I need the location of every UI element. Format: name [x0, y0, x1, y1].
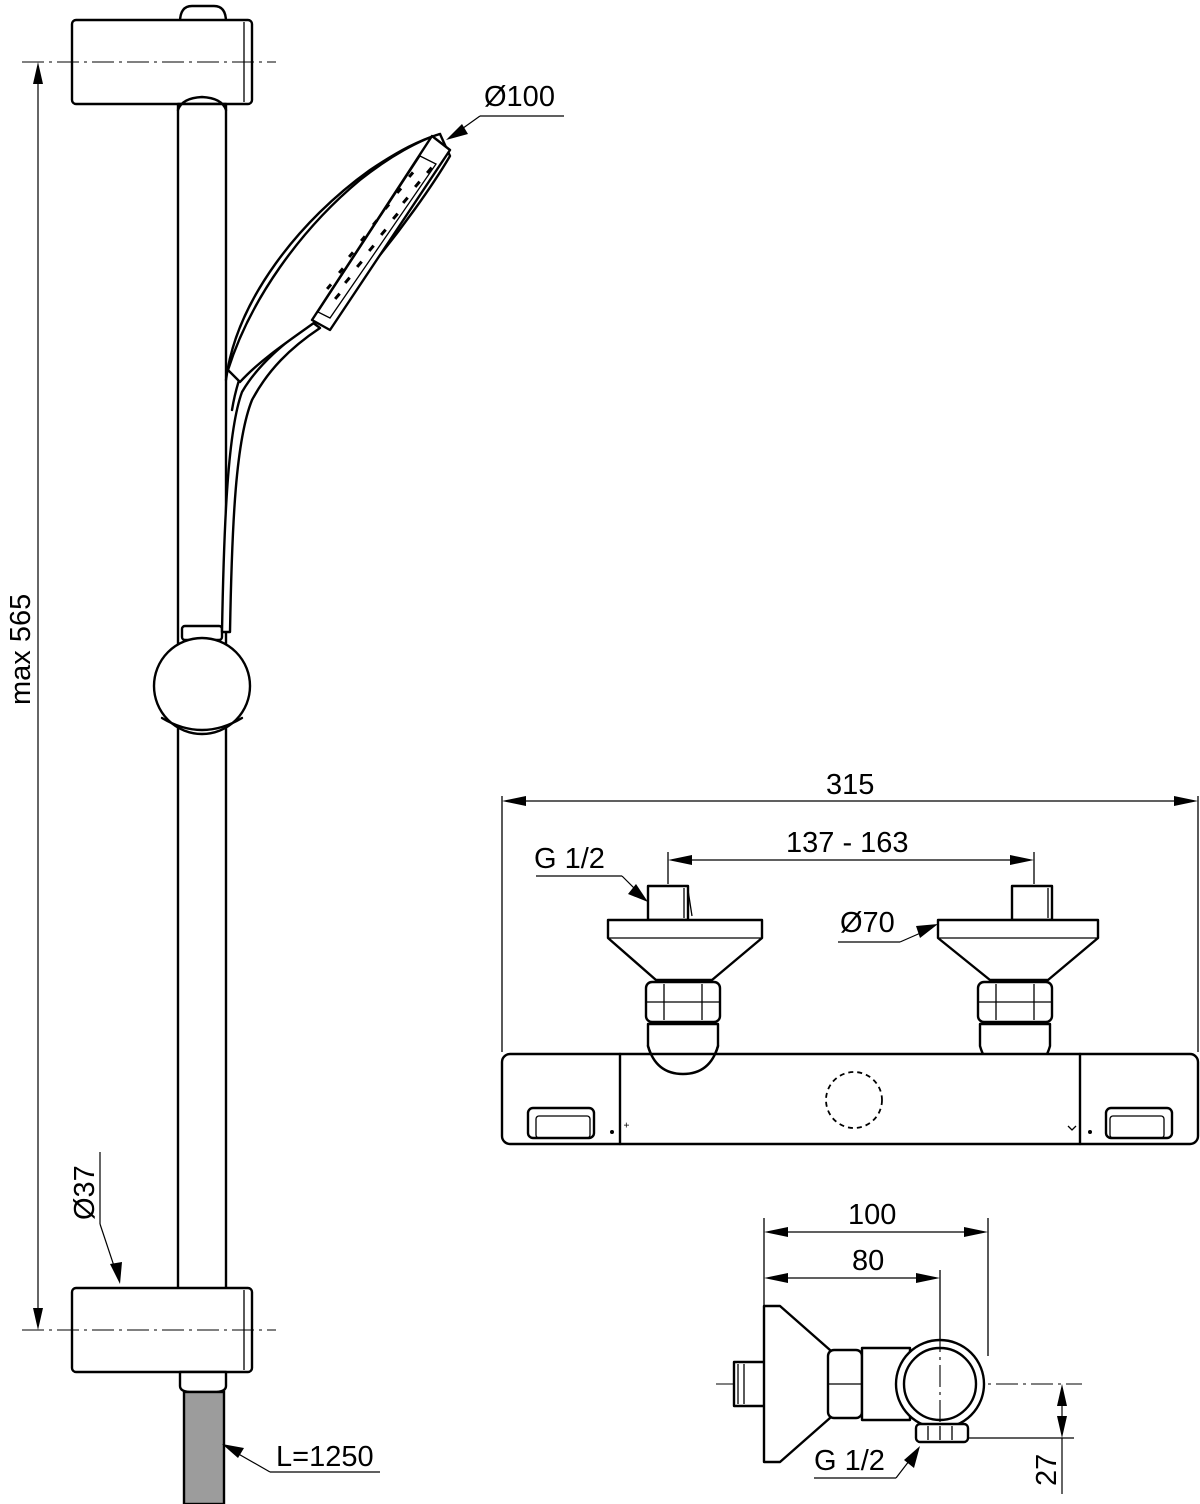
connection-thread-side-label: G 1/2 — [814, 1445, 885, 1477]
outlet-hidden — [825, 1071, 883, 1129]
hose — [182, 1390, 226, 1504]
projection-axis-label: 80 — [852, 1245, 884, 1277]
hand-shower — [220, 132, 452, 634]
outlet-offset-label: 27 — [1031, 1454, 1063, 1486]
mixer-width-label: 315 — [826, 769, 874, 801]
nozzles — [326, 166, 433, 300]
connection-thread-top-label: G 1/2 — [534, 843, 605, 875]
right-inlet — [936, 884, 1100, 1076]
slider-knob — [152, 636, 252, 736]
projection-total-label: 100 — [848, 1199, 896, 1231]
hose-length-label: L=1250 — [276, 1441, 374, 1473]
handshower-diameter-label: Ø100 — [484, 81, 555, 113]
shower-rail — [70, 4, 254, 1504]
left-inlet — [606, 884, 764, 1076]
svg-text:+: + — [622, 1122, 633, 1128]
mixer-side-view: 100 80 27 — [716, 1199, 1082, 1494]
rail-diameter-label: Ø37 — [69, 1165, 101, 1220]
rail-height-label: max 565 — [5, 594, 37, 705]
mixer-front-view: 315 137 - 163 — [500, 769, 1200, 1146]
rail-dimensions: max 565 Ø37 L=1250 Ø100 — [5, 61, 564, 1473]
inlet-centres-label: 137 - 163 — [786, 827, 909, 859]
escutcheon-diameter-label: Ø70 — [840, 907, 895, 939]
